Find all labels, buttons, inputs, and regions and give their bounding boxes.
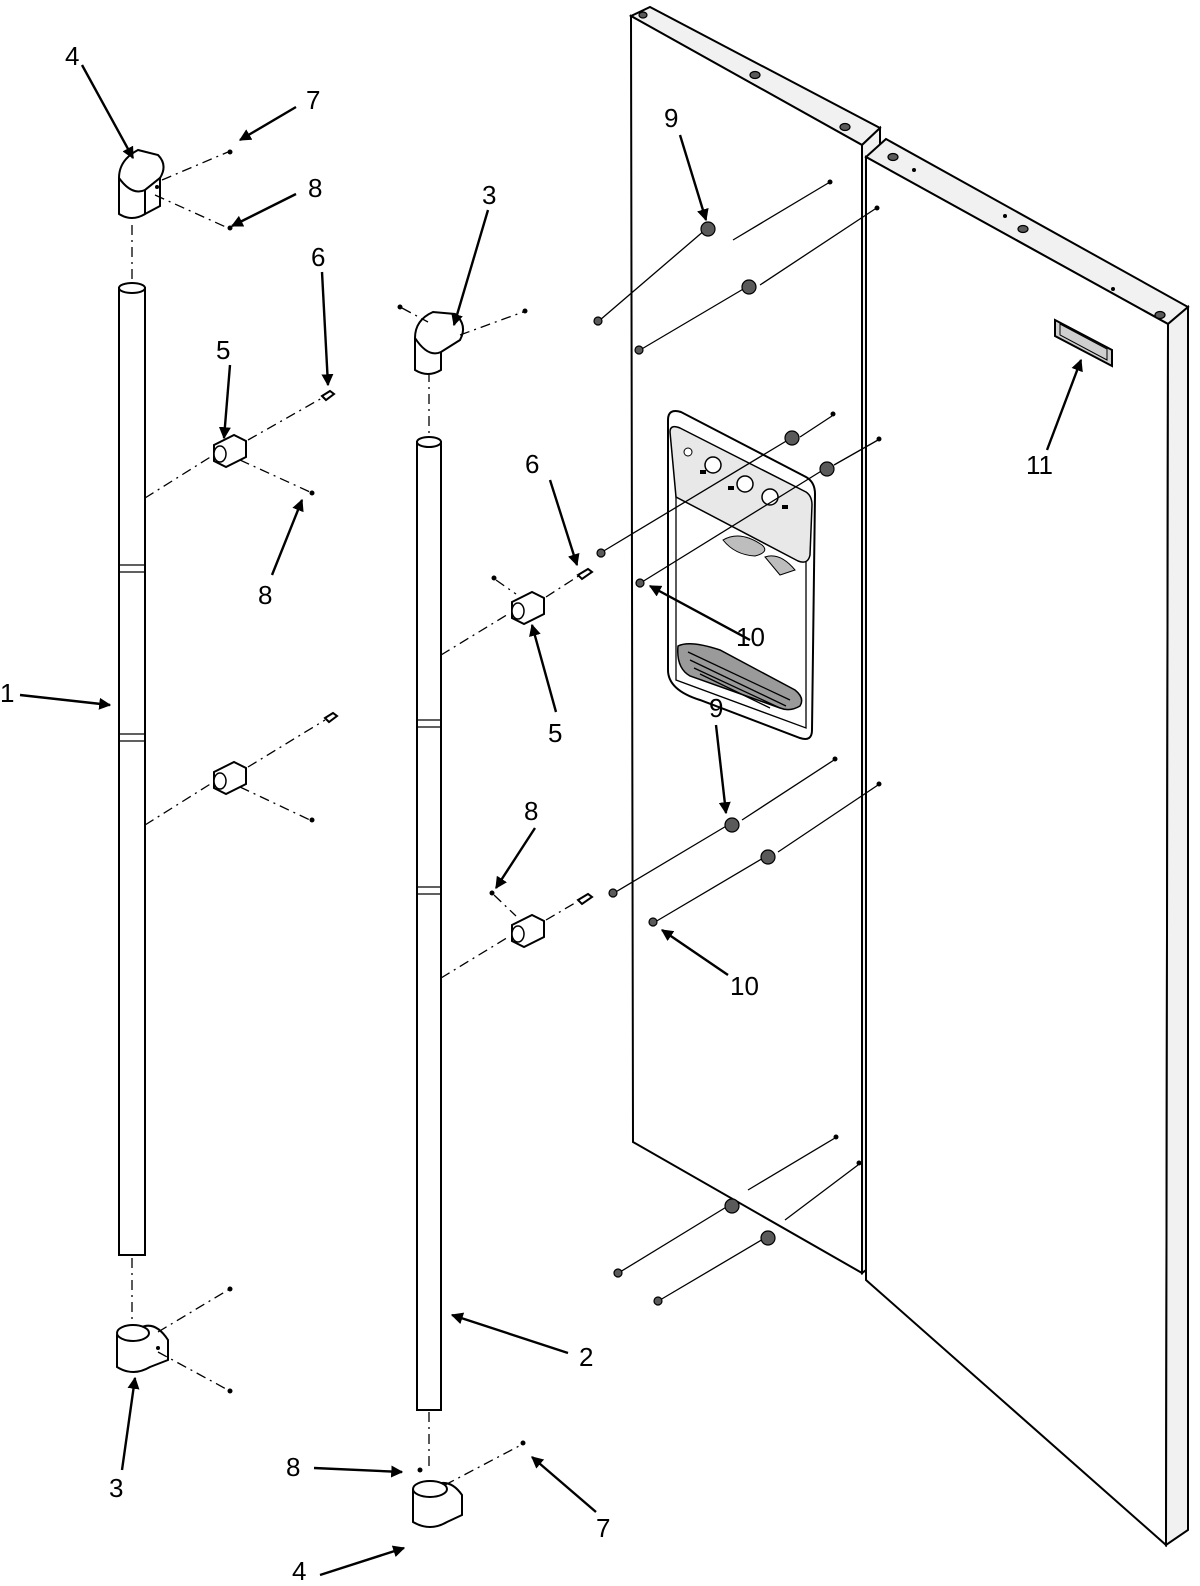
standoff-middle-upper	[440, 567, 594, 656]
callout-6-mid: 6	[525, 449, 539, 479]
callout-7-top: 7	[306, 85, 320, 115]
callout-labels: 4 7 8 6 5 8 1 3 6 5 8 9 10 9 10 11 2 3 8…	[0, 41, 1053, 1586]
leader-arrows	[19, 64, 1083, 1577]
callout-5-left: 5	[216, 335, 230, 365]
dispenser-module	[667, 410, 817, 740]
callout-9-top: 9	[664, 103, 678, 133]
callout-6-left: 6	[311, 242, 325, 272]
callout-3-top: 3	[482, 180, 496, 210]
fresh-food-door	[864, 137, 1190, 1548]
callout-5-mid: 5	[548, 718, 562, 748]
nameplate	[1054, 318, 1113, 368]
standoff-left-upper	[144, 389, 336, 499]
callout-11: 11	[1026, 450, 1053, 480]
handle-2	[416, 372, 442, 1470]
fresh-food-door-edge	[1164, 304, 1189, 1547]
standoff-left-lower	[144, 711, 339, 826]
callout-10-top: 10	[736, 622, 765, 652]
callout-8-mid: 8	[524, 796, 538, 826]
callout-10-bottom: 10	[730, 971, 759, 1001]
callout-3-bottom: 3	[109, 1473, 123, 1503]
callout-2: 2	[579, 1342, 593, 1372]
callout-8-left: 8	[258, 580, 272, 610]
callout-4-top: 4	[65, 41, 79, 71]
handle-2-tube	[416, 441, 442, 1411]
end-cap-middle-top	[397, 304, 528, 375]
callout-7-bottom: 7	[596, 1513, 610, 1543]
callout-9-mid: 9	[709, 693, 723, 723]
handle-1	[118, 225, 146, 1325]
standoff-middle-lower	[440, 890, 594, 979]
callout-8-bottom: 8	[286, 1452, 300, 1482]
fresh-food-door-face	[865, 155, 1170, 1548]
end-cap-left-bottom	[116, 1286, 233, 1394]
handle-1-tube	[118, 287, 146, 1256]
callout-1: 1	[0, 678, 14, 708]
end-cap-left-top	[117, 148, 233, 231]
end-cap-middle-bottom	[412, 1440, 526, 1528]
door-fasteners	[593, 179, 882, 1306]
callout-8-top: 8	[308, 173, 322, 203]
callout-4-bottom: 4	[292, 1556, 306, 1581]
